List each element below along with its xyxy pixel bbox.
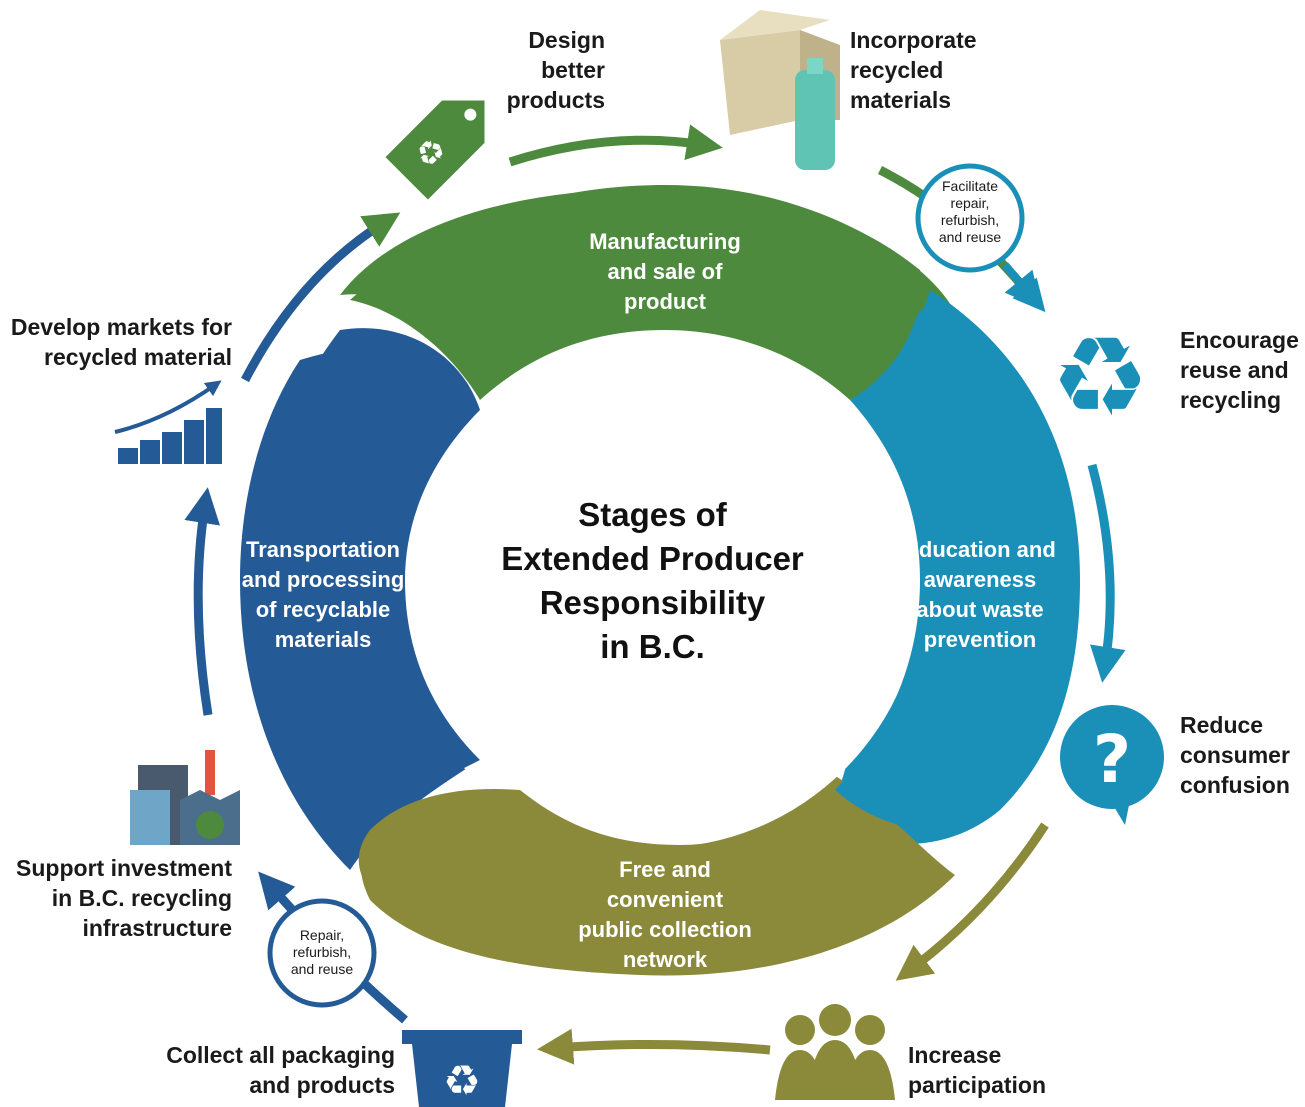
upper-reuse-loop bbox=[915, 163, 1046, 313]
arrow-support-to-develop bbox=[184, 487, 220, 716]
svg-text:♻: ♻ bbox=[443, 1056, 481, 1105]
arrow-develop-to-design bbox=[241, 212, 401, 383]
segment-collection-inner bbox=[358, 789, 945, 975]
segment-transportation-inner bbox=[255, 328, 480, 830]
arrow-increase-to-collect bbox=[537, 1028, 771, 1065]
growth-chart-icon bbox=[114, 380, 222, 464]
segment-education-label: Education and awareness about waste prev… bbox=[904, 537, 1056, 652]
segment-collection-label: Free and convenient public collection ne… bbox=[578, 857, 752, 972]
arrow-design-to-incorporate bbox=[508, 124, 723, 167]
arrow-reduce-to-increase bbox=[895, 822, 1049, 981]
diagram-title: Stages of Extended Producer Responsibili… bbox=[501, 496, 804, 665]
lower-reuse-loop bbox=[267, 898, 377, 1008]
step-collect-label: Collect all packaging and products bbox=[166, 1042, 395, 1098]
price-tag-icon: ♻ bbox=[385, 100, 485, 200]
svg-text:♻: ♻ bbox=[1051, 313, 1150, 441]
box-bottle-icon bbox=[720, 10, 840, 170]
center-disk bbox=[387, 312, 923, 848]
factory-icon bbox=[130, 750, 240, 845]
arrow-encourage-to-reduce bbox=[1087, 463, 1126, 683]
step-design-label: Design better products bbox=[506, 27, 605, 113]
upper-loop-label: Facilitate repair, refurbish, and reuse bbox=[938, 178, 1002, 245]
segment-transportation-label: Transportation and processing of recycla… bbox=[241, 537, 405, 652]
people-group-icon bbox=[775, 1004, 895, 1100]
step-support-label: Support investment in B.C. recycling inf… bbox=[16, 855, 232, 941]
svg-text:?: ? bbox=[1093, 721, 1131, 798]
step-develop-label: Develop markets for recycled material bbox=[10, 314, 232, 370]
lower-loop-label: Repair, refurbish, and reuse bbox=[290, 927, 354, 977]
step-increase-label: Increase participation bbox=[908, 1042, 1047, 1098]
recycling-bin-icon: ♻ bbox=[402, 1030, 522, 1107]
step-encourage-label: Encourage reuse and recycling bbox=[1180, 327, 1299, 413]
segment-manufacturing-label: Manufacturing and sale of product bbox=[589, 229, 741, 314]
step-incorporate-label: Incorporate recycled materials bbox=[850, 27, 977, 113]
recycle-icon: ♻ bbox=[1051, 313, 1150, 441]
segment-manufacturing-inner bbox=[350, 185, 921, 400]
segment-education-inner bbox=[835, 310, 1065, 830]
step-reduce-label: Reduce consumer confusion bbox=[1180, 712, 1290, 798]
question-bubble-icon: ? bbox=[1060, 705, 1164, 825]
